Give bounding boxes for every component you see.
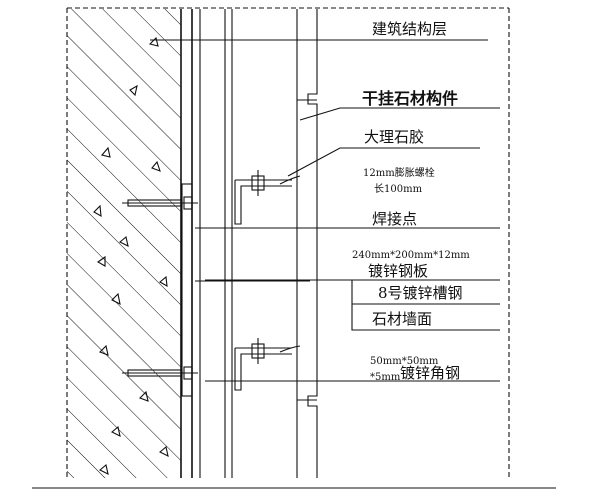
dry-hang-connector-lower <box>234 338 301 391</box>
expansion-bolt-upper <box>122 196 198 210</box>
label-angle-size-1: 50mm*50mm <box>370 356 439 367</box>
dry-hang-connector-upper <box>234 170 301 225</box>
galvanized-steel-plate <box>181 183 193 397</box>
label-marble-glue: 大理石胶 <box>364 128 424 146</box>
stone-panels <box>296 9 318 478</box>
leader-lines <box>150 39 500 382</box>
label-bolt-line2: 长100mm <box>374 183 423 195</box>
label-stone-face: 石材墙面 <box>372 310 432 328</box>
label-plate-size: 240mm*200mm*12mm <box>352 250 470 261</box>
concrete-aggregate-marks <box>93 36 169 476</box>
cavity-lines <box>224 9 233 478</box>
label-angle-name: 镀锌角钢 <box>400 364 460 382</box>
channel-steel <box>191 9 201 478</box>
label-plate-name: 镀锌钢板 <box>368 262 428 280</box>
label-structure-layer: 建筑结构层 <box>372 20 447 38</box>
concrete-wall <box>67 9 182 478</box>
label-angle-size-2: *5mm <box>370 372 401 383</box>
label-dry-hang-component: 干挂石材构件 <box>362 89 458 108</box>
label-bolt-line1: 12mm膨胀螺栓 <box>363 166 435 179</box>
label-channel-steel: 8号镀锌槽钢 <box>378 284 463 302</box>
label-weld-point: 焊接点 <box>372 210 417 228</box>
